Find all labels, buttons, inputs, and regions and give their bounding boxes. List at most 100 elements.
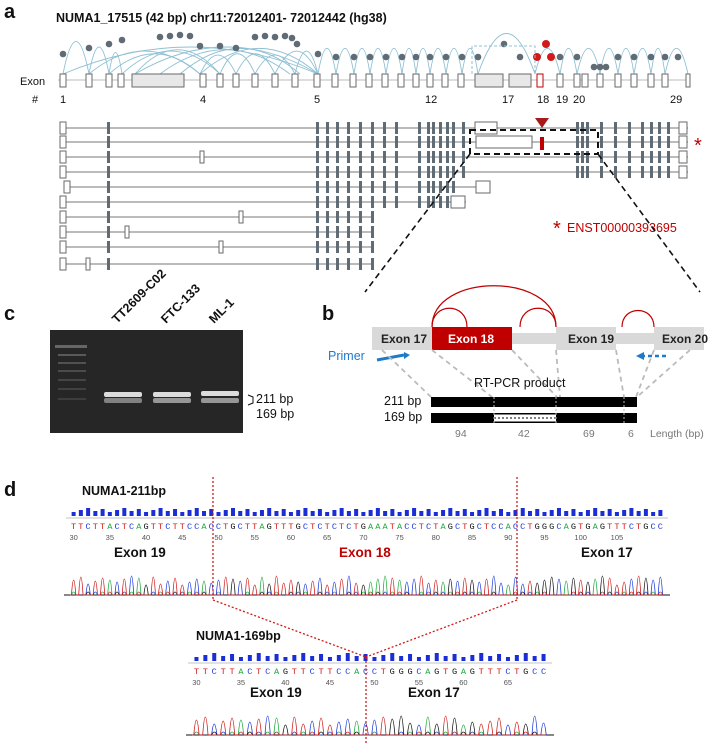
base-call: C bbox=[426, 522, 431, 532]
exon-box bbox=[349, 73, 357, 88]
quality-bar bbox=[629, 508, 634, 516]
exon-box bbox=[291, 73, 299, 88]
base-call: G bbox=[434, 667, 439, 677]
transcript-exon bbox=[439, 196, 442, 208]
intron-backbone bbox=[372, 333, 702, 344]
exon-20-label: Exon 20 bbox=[662, 332, 708, 346]
transcript-exon bbox=[586, 166, 589, 178]
exon-number-18: 18 bbox=[537, 94, 549, 106]
junction-node bbox=[398, 53, 406, 61]
transcript-exon bbox=[576, 151, 579, 163]
quality-bar bbox=[354, 656, 359, 661]
base-call: C bbox=[114, 522, 119, 532]
base-call: C bbox=[658, 522, 663, 532]
base-call: A bbox=[383, 522, 389, 532]
quality-bar bbox=[383, 511, 388, 516]
position-tick: 65 bbox=[504, 678, 512, 687]
quality-bar bbox=[636, 511, 641, 516]
transcript-exon bbox=[452, 181, 455, 193]
base-call: T bbox=[221, 667, 226, 677]
junction-node bbox=[293, 40, 301, 48]
base-call: C bbox=[629, 522, 634, 532]
transcript-exon bbox=[316, 122, 319, 134]
quality-bar bbox=[520, 508, 525, 516]
exon-box bbox=[105, 73, 113, 88]
transcript-exon bbox=[336, 151, 339, 163]
transcript-exon bbox=[427, 151, 430, 163]
position-tick: 95 bbox=[540, 533, 548, 542]
bottom-exon-17: Exon 17 bbox=[408, 685, 460, 700]
junction-node bbox=[350, 53, 358, 61]
base-call: T bbox=[180, 522, 185, 532]
quality-bar bbox=[187, 510, 192, 516]
base-call: G bbox=[296, 522, 301, 532]
transcript-exon bbox=[336, 181, 339, 193]
exon-box bbox=[474, 73, 504, 88]
position-tick: 100 bbox=[574, 533, 587, 542]
transcript-exon bbox=[59, 135, 67, 149]
transcript-exon bbox=[650, 136, 653, 148]
base-call: T bbox=[514, 667, 519, 677]
transcript-exon bbox=[462, 122, 465, 134]
base-call: G bbox=[643, 522, 648, 532]
event-marker-triangle bbox=[535, 118, 549, 128]
base-call: G bbox=[267, 522, 272, 532]
transcript-exon bbox=[581, 151, 584, 163]
transcript-exon bbox=[395, 151, 398, 163]
exon-box bbox=[596, 73, 604, 88]
exon-box bbox=[441, 73, 449, 88]
quality-bar bbox=[180, 512, 185, 516]
top-exon-17: Exon 17 bbox=[581, 545, 633, 560]
exon-18-label: Exon 18 bbox=[448, 332, 494, 346]
transcript-exon bbox=[371, 241, 374, 253]
transcript-exon bbox=[614, 136, 617, 148]
base-call: T bbox=[488, 667, 493, 677]
transcript-exon bbox=[667, 151, 670, 163]
top-exon-19: Exon 19 bbox=[114, 545, 166, 560]
junction-arc bbox=[134, 46, 319, 75]
position-tick: 50 bbox=[370, 678, 378, 687]
exon-box bbox=[457, 73, 465, 88]
quality-bar bbox=[448, 508, 453, 516]
quality-bar bbox=[658, 510, 663, 516]
exon-17-label: Exon 17 bbox=[381, 332, 427, 346]
base-call: C bbox=[129, 522, 134, 532]
junction-arc bbox=[317, 48, 337, 75]
base-call: A bbox=[354, 667, 360, 677]
transcript-exon bbox=[316, 226, 319, 238]
position-tick: 30 bbox=[69, 533, 77, 542]
trace-curve bbox=[192, 716, 547, 736]
junction-node bbox=[602, 63, 610, 71]
base-call: A bbox=[461, 667, 467, 677]
base-call: G bbox=[143, 522, 148, 532]
junction-node bbox=[251, 33, 259, 41]
panel-label-c: c bbox=[4, 303, 15, 325]
base-call: C bbox=[477, 522, 482, 532]
transcript-exon bbox=[667, 122, 670, 134]
highlight-node bbox=[542, 40, 550, 48]
base-call: G bbox=[600, 522, 605, 532]
exon-box bbox=[85, 73, 93, 88]
base-call: A bbox=[425, 667, 431, 677]
quality-bar bbox=[252, 512, 257, 516]
transcript-exon bbox=[326, 122, 329, 134]
transcript-exon bbox=[474, 121, 498, 135]
base-call: T bbox=[607, 522, 612, 532]
product-label: RT-PCR product bbox=[474, 376, 566, 390]
exon-number-hash: # bbox=[32, 94, 39, 106]
quality-bar bbox=[600, 511, 605, 516]
quality-bar bbox=[462, 509, 467, 516]
quality-bar bbox=[310, 656, 315, 661]
base-call: T bbox=[203, 667, 208, 677]
quality-bar bbox=[499, 509, 504, 516]
base-call: T bbox=[281, 522, 286, 532]
junction-arc bbox=[62, 46, 319, 75]
base-call: T bbox=[288, 522, 293, 532]
quality-bar bbox=[506, 512, 511, 516]
quality-bar bbox=[319, 654, 324, 661]
base-call: C bbox=[455, 522, 460, 532]
quality-bar bbox=[230, 654, 235, 661]
transcript-exon bbox=[383, 151, 386, 163]
base-call: T bbox=[93, 522, 98, 532]
